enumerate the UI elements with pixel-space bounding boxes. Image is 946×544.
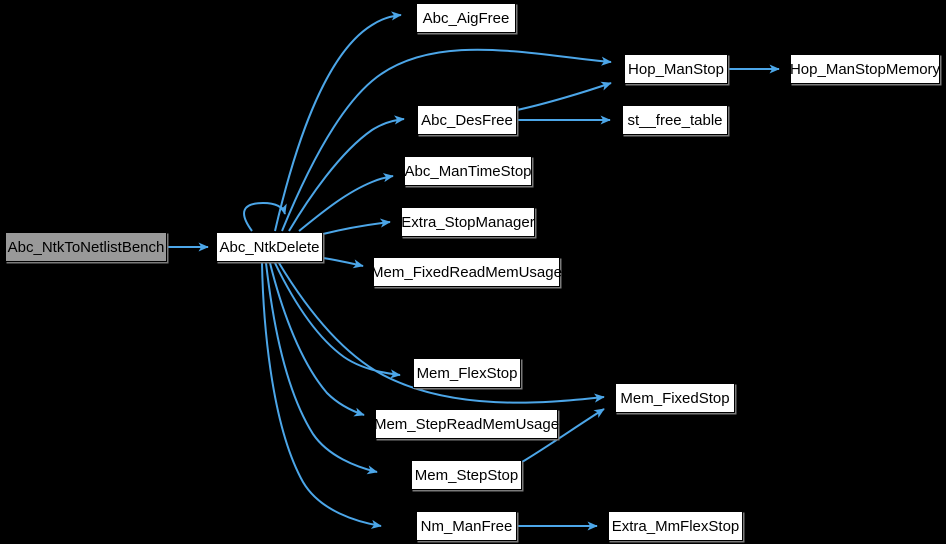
node-label: st__free_table — [627, 111, 723, 129]
edge-abc-ntkdelete-to-mem-fixedreadmemusage — [322, 257, 364, 269]
node-abc-desfree[interactable]: Abc_DesFree — [417, 105, 517, 135]
edge-abc-ntkdelete-to-abc-mantimestop — [298, 173, 394, 232]
node-label: Hop_ManStopMemory — [789, 60, 941, 78]
node-label: Mem_StepReadMemUsage — [373, 415, 560, 433]
node-mem-flexstop[interactable]: Mem_FlexStop — [413, 358, 521, 388]
edge-mem-stepstop-to-mem-fixedstop — [521, 408, 605, 463]
edge-abc-desfree-to-hop-manstop — [516, 81, 612, 111]
node-extra-mmflexstop[interactable]: Extra_MmFlexStop — [608, 511, 743, 541]
node-abc-mantimestop[interactable]: Abc_ManTimeStop — [404, 156, 532, 186]
node-st-free-table[interactable]: st__free_table — [622, 105, 728, 135]
edge-abc-ntkdelete-to-mem-fixedstop — [278, 262, 605, 404]
node-label: Abc_AigFree — [422, 9, 510, 27]
node-mem-fixedreadmemusage[interactable]: Mem_FixedReadMemUsage — [371, 257, 562, 287]
edge-abc-ntkdelete-to-mem-stepreadmemusage — [269, 262, 365, 417]
edge-abc-ntkdelete-to-abc-aigfree — [274, 11, 402, 232]
node-hop-manstopmemory[interactable]: Hop_ManStopMemory — [790, 54, 940, 84]
edge-abc-ntkdelete-to-nm-manfree — [261, 262, 382, 529]
node-mem-stepstop[interactable]: Mem_StepStop — [411, 460, 522, 490]
edge-abc-ntkdelete-to-extra-stopmanager — [322, 218, 391, 235]
node-label: Mem_FlexStop — [416, 364, 518, 382]
node-abc-aigfree[interactable]: Abc_AigFree — [416, 3, 516, 33]
node-label: Abc_DesFree — [421, 111, 513, 129]
node-label: Abc_ManTimeStop — [404, 162, 532, 180]
node-mem-fixedstop[interactable]: Mem_FixedStop — [615, 383, 735, 413]
node-label: Hop_ManStop — [628, 60, 724, 78]
node-label: Mem_FixedReadMemUsage — [371, 263, 562, 281]
node-hop-manstop[interactable]: Hop_ManStop — [624, 54, 728, 84]
edge-abc-ntkdelete-to-mem-stepstop — [265, 262, 378, 475]
node-mem-stepreadmemusage[interactable]: Mem_StepReadMemUsage — [373, 409, 560, 439]
node-label: Mem_FixedStop — [620, 389, 730, 407]
node-label: Extra_StopManager — [401, 213, 535, 231]
node-label: Mem_StepStop — [414, 466, 519, 484]
edge-abc-ntkdelete-self-loop — [243, 201, 287, 232]
edge-abc-ntkdelete-to-hop-manstop — [281, 48, 612, 232]
node-label: Extra_MmFlexStop — [611, 517, 740, 535]
node-extra-stopmanager[interactable]: Extra_StopManager — [401, 207, 535, 237]
node-label: Abc_NtkDelete — [219, 238, 320, 256]
node-label: Nm_ManFree — [420, 517, 513, 535]
node-nm-manfree[interactable]: Nm_ManFree — [416, 511, 517, 541]
node-abc-ntkdelete[interactable]: Abc_NtkDelete — [216, 232, 323, 262]
node-label: Abc_NtkToNetlistBench — [7, 238, 165, 256]
edge-abc-ntkdelete-to-mem-flexstop — [274, 262, 401, 379]
node-abc-ntktonetlistbench[interactable]: Abc_NtkToNetlistBench — [5, 232, 167, 262]
edge-abc-ntkdelete-to-abc-desfree — [288, 115, 405, 232]
